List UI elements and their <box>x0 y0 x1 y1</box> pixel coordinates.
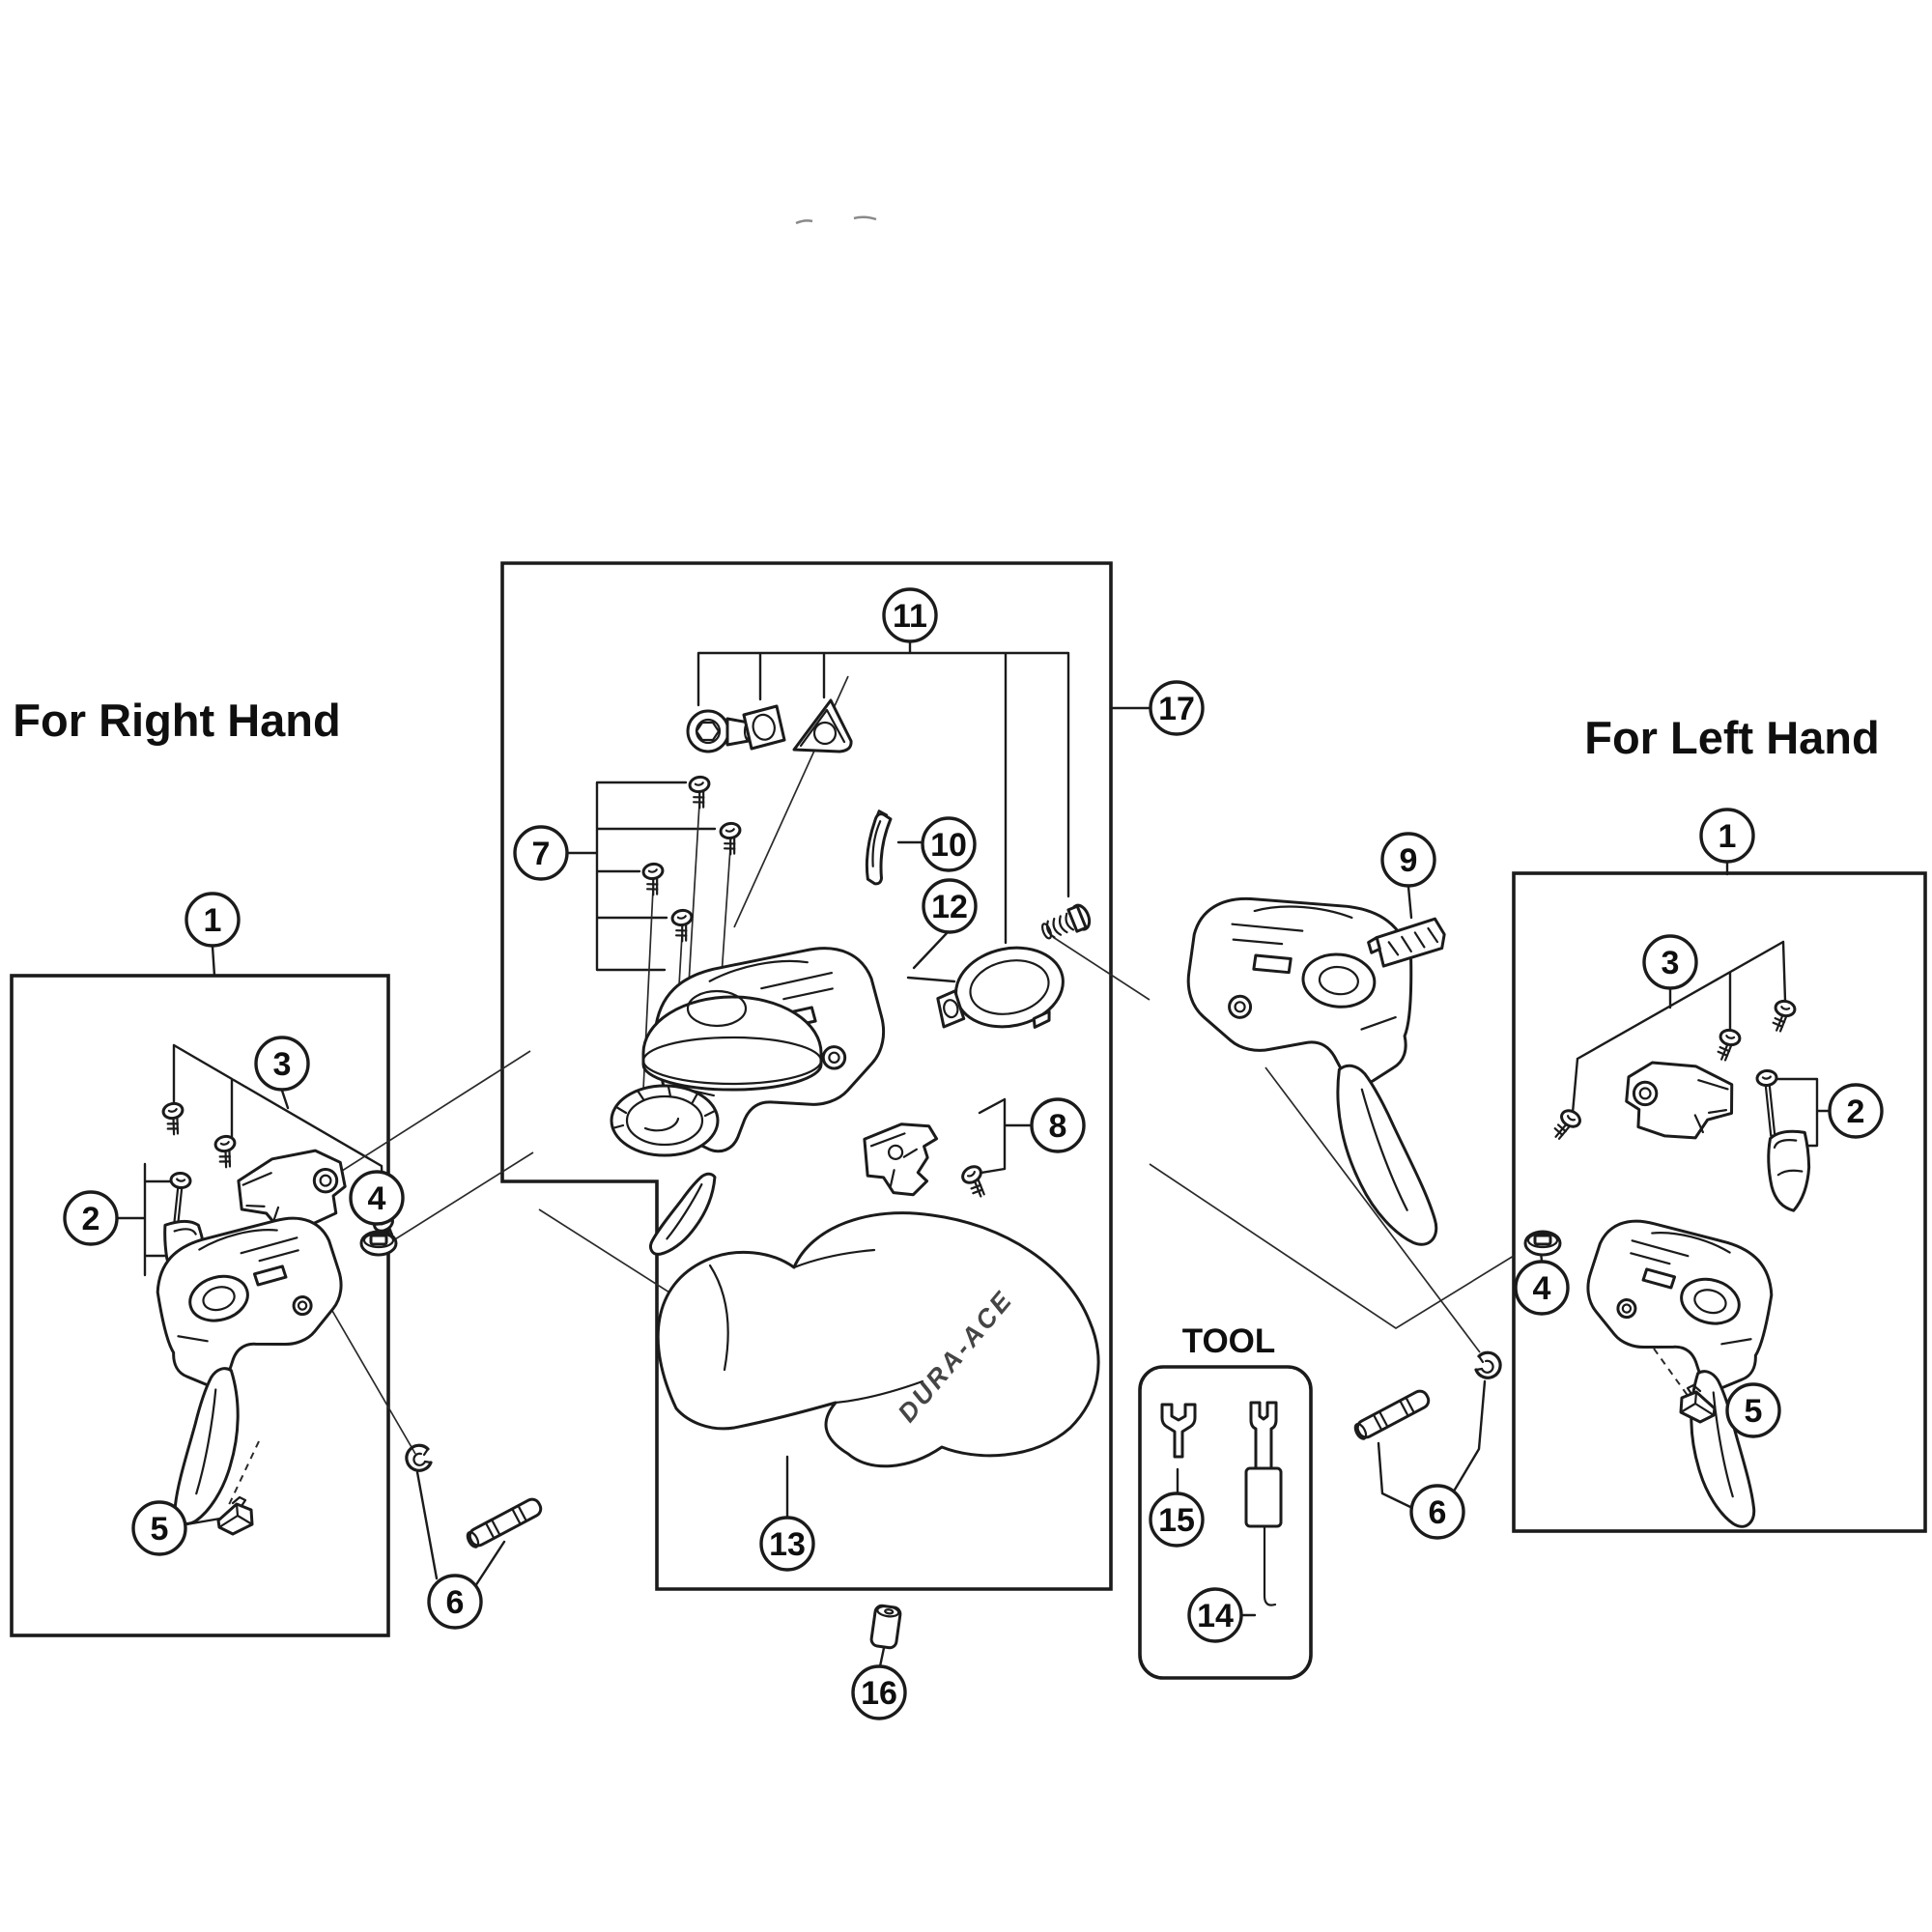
fork-tool <box>1162 1405 1195 1457</box>
ratchet-ring <box>611 1086 718 1155</box>
svg-text:1: 1 <box>204 902 222 939</box>
svg-text:14: 14 <box>1197 1598 1234 1634</box>
shift-lever-unit <box>861 1120 944 1201</box>
leader-lines <box>116 640 1831 1668</box>
center-exploded-shifter: DURA-ACE <box>611 700 1098 1649</box>
svg-text:8: 8 <box>1049 1108 1067 1145</box>
svg-text:4: 4 <box>368 1180 386 1217</box>
callout-12: 12 <box>922 878 978 934</box>
svg-text:6: 6 <box>446 1584 465 1621</box>
clamp-bracket <box>1623 1057 1736 1143</box>
cover-screw-icon <box>640 861 668 897</box>
callout-14: 14 <box>1187 1587 1243 1643</box>
callout-10: 10 <box>921 816 977 872</box>
svg-text:10: 10 <box>930 827 967 864</box>
shifter-body-and-lever <box>1565 1216 1783 1527</box>
left-shifter-assembly <box>1523 998 1814 1528</box>
shift-unit-plate <box>1367 918 1447 967</box>
callout-8: 8 <box>1030 1097 1086 1153</box>
e-clip <box>405 1443 433 1472</box>
plug-tool <box>1246 1403 1281 1605</box>
callout-6: 6 <box>1409 1484 1465 1540</box>
hidden-lines <box>226 1348 1690 1510</box>
tool-items <box>1162 1403 1281 1605</box>
shifter-body-and-lever <box>146 1213 364 1524</box>
callout-9: 9 <box>1380 832 1436 888</box>
lever-boot <box>870 1605 901 1648</box>
title-for-right-hand: For Right Hand <box>13 695 340 746</box>
right-hand-group-box <box>10 974 390 1637</box>
svg-text:7: 7 <box>532 836 551 872</box>
handlebar-clamp-band <box>930 938 1071 1045</box>
callout-2: 2 <box>63 1190 119 1246</box>
cover-screw-icon <box>687 774 715 810</box>
triangle-cage <box>794 700 851 752</box>
callout-2: 2 <box>1828 1083 1884 1139</box>
adjuster-barrel <box>688 711 753 752</box>
callout-3: 3 <box>1642 934 1698 990</box>
screw-icon <box>160 1100 189 1138</box>
callout-15: 15 <box>1149 1492 1205 1548</box>
e-clip <box>1474 1350 1502 1379</box>
svg-text:1: 1 <box>1719 818 1737 855</box>
callout-7: 7 <box>513 825 569 881</box>
screw-icon <box>1714 1027 1743 1065</box>
title-for-left-hand: For Left Hand <box>1584 712 1879 763</box>
callout-1: 1 <box>1699 808 1755 864</box>
tool-box-label: TOOL <box>1182 1322 1276 1360</box>
screw-icon <box>213 1133 242 1171</box>
callout-1: 1 <box>185 892 241 948</box>
svg-text:17: 17 <box>1158 691 1195 727</box>
callout-4: 4 <box>349 1170 405 1226</box>
square-washer <box>744 706 784 749</box>
callout-6: 6 <box>427 1574 483 1630</box>
lever-axle-pin <box>1350 1386 1434 1443</box>
cover-screw-icon <box>718 820 746 857</box>
callout-3: 3 <box>254 1036 310 1092</box>
svg-text:6: 6 <box>1429 1494 1447 1531</box>
svg-text:15: 15 <box>1158 1502 1195 1539</box>
svg-text:2: 2 <box>1847 1094 1865 1130</box>
scan-artifact-marks <box>795 215 877 225</box>
screw-icon <box>1548 1106 1584 1146</box>
callout-4: 4 <box>1514 1260 1570 1316</box>
name-plate <box>1765 1128 1814 1214</box>
shift-paddle <box>216 1495 254 1536</box>
callout-11: 11 <box>882 587 938 643</box>
svg-text:5: 5 <box>151 1511 169 1548</box>
bracket-cover-hood: DURA-ACE <box>658 1213 1098 1466</box>
callout-13: 13 <box>759 1516 815 1572</box>
svg-text:4: 4 <box>1533 1270 1551 1307</box>
grommet <box>359 1230 398 1257</box>
center-group-box-17 <box>500 561 1113 1591</box>
svg-text:11: 11 <box>893 598 927 635</box>
top-cover-dome <box>643 991 821 1090</box>
cable-guide <box>854 809 902 885</box>
svg-text:12: 12 <box>931 889 968 925</box>
svg-text:3: 3 <box>1662 945 1680 981</box>
left-hand-group-box <box>1512 871 1927 1533</box>
svg-text:2: 2 <box>82 1201 100 1237</box>
callout-5: 5 <box>131 1500 187 1556</box>
callout-16: 16 <box>851 1664 907 1720</box>
grommet <box>1523 1230 1562 1257</box>
right-shifter-assembly <box>146 1100 406 1536</box>
screw-icon <box>958 1161 994 1202</box>
callout-17: 17 <box>1149 680 1205 736</box>
center-brake-lever <box>647 1162 718 1265</box>
svg-text:16: 16 <box>861 1675 897 1712</box>
svg-text:9: 9 <box>1400 842 1418 879</box>
tool-box <box>1138 1365 1313 1680</box>
svg-text:3: 3 <box>273 1046 292 1083</box>
callout-5: 5 <box>1725 1382 1781 1438</box>
svg-text:13: 13 <box>769 1526 806 1563</box>
clamp-screw-with-spring <box>1038 903 1093 945</box>
svg-text:5: 5 <box>1745 1393 1763 1430</box>
screw-icon <box>1769 998 1798 1036</box>
